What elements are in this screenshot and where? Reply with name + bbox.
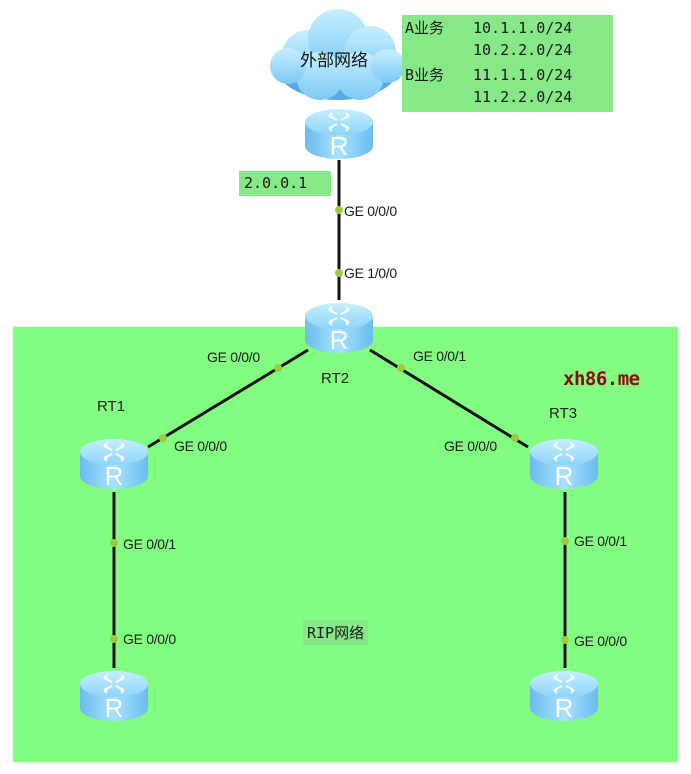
interface-label: GE 0/0/0: [174, 438, 227, 454]
network-prefix: 10.2.2.0/24: [473, 41, 573, 59]
network-prefix: 11.2.2.0/24: [473, 88, 573, 106]
port-dot: [110, 539, 118, 547]
watermark: xh86.me: [563, 368, 640, 390]
port-dot: [335, 206, 343, 214]
business-tag: A业务: [405, 19, 445, 37]
port-dot: [335, 269, 343, 277]
business-row: B业务 11.1.1.0/24: [405, 64, 572, 86]
interface-label: GE 0/0/0: [574, 633, 627, 649]
router-icon[interactable]: [78, 668, 150, 724]
business-routes-box: A业务 10.1.1.0/24 10.2.2.0/24 B业务 11.1.1.0/2…: [402, 15, 613, 112]
port-dot: [274, 364, 282, 372]
cloud-label: 外部网络: [300, 51, 368, 70]
cloud-icon[interactable]: [268, 4, 408, 110]
interface-label: GE 0/0/0: [207, 349, 260, 365]
network-prefix: 11.1.1.0/24: [473, 66, 573, 84]
network-prefix: 10.1.1.0/24: [473, 19, 573, 37]
external-ip-label: 2.0.0.1: [239, 171, 331, 196]
business-row: 10.2.2.0/24: [405, 41, 572, 63]
port-dot: [110, 635, 118, 643]
router-icon[interactable]: [528, 436, 600, 492]
interface-label: GE 0/0/0: [123, 631, 176, 647]
business-tag: B业务: [405, 66, 445, 84]
router-icon[interactable]: [528, 668, 600, 724]
interface-label: GE 0/0/1: [413, 348, 466, 364]
interface-label: GE 0/0/1: [574, 533, 627, 549]
port-dot: [561, 537, 569, 545]
link-rt2-rt3[interactable]: [369, 348, 529, 449]
router-name-rt1: RT1: [97, 398, 126, 415]
interface-label: GE 1/0/0: [344, 265, 397, 281]
router-icon[interactable]: [303, 300, 375, 356]
port-dot: [511, 434, 519, 442]
router-icon[interactable]: [78, 436, 150, 492]
port-dot: [159, 434, 167, 442]
interface-label: GE 0/0/1: [123, 536, 176, 552]
interface-label: GE 0/0/0: [344, 203, 397, 219]
business-row: 11.2.2.0/24: [405, 88, 572, 110]
rip-network-label: RIP网络: [303, 620, 369, 645]
interface-label: GE 0/0/0: [444, 438, 497, 454]
router-name-rt3: RT3: [549, 405, 578, 422]
router-icon[interactable]: [303, 106, 375, 162]
port-dot: [397, 364, 405, 372]
port-dot: [561, 636, 569, 644]
business-row: A业务 10.1.1.0/24: [405, 17, 572, 39]
router-name-rt2: RT2: [321, 370, 350, 387]
